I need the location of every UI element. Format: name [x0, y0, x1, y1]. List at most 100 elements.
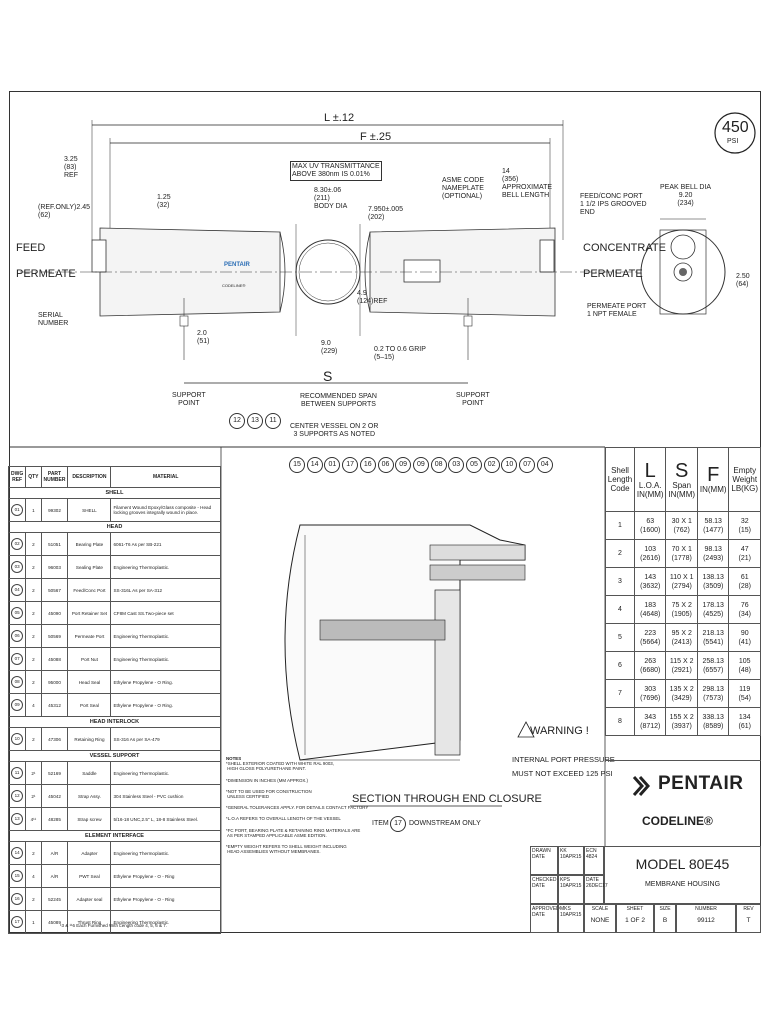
shell-cell-code: 2: [605, 539, 635, 568]
parts-header-row: DWG REF QTY PART NUMBER DESCRIPTION MATE…: [7, 466, 221, 488]
shell-cell-code: 1: [605, 511, 635, 540]
dim-49: 4.9 (124)REF: [357, 290, 388, 305]
shell-cell-s: 95 X 2 (2413): [665, 623, 698, 652]
parts-cell-desc: PWT Seal: [67, 864, 112, 888]
parts-cell-part: 52245: [40, 887, 69, 911]
parts-cell-material: Ethylene Propylene - O - Ring: [110, 864, 221, 888]
parts-cell-material: SS-316L As per SA-312: [110, 578, 221, 602]
dim-7950: 7.950±.005 (202): [368, 206, 403, 221]
parts-cell-material: SS-316 As per SA-479: [110, 727, 221, 751]
parts-cell-part: 48285: [40, 807, 69, 831]
shell-cell-s: 135 X 2 (3429): [665, 679, 698, 708]
parts-cell-desc: SHELL: [67, 498, 112, 522]
parts-cell-part: 45312: [40, 693, 69, 717]
parts-cell-desc: Head Seal: [67, 670, 112, 694]
parts-cell-qty: 2: [25, 601, 42, 625]
body-dia-note: 8.30±.06 (211) BODY DIA: [314, 187, 348, 210]
parts-cell-part: 45089: [40, 910, 69, 934]
dwg-ref-bubble: 06: [11, 630, 24, 642]
feed-conc-port-note: FEED/CONC PORT 1 1/2 IPS GROOVED END: [580, 193, 647, 216]
tb-model: MODEL 80E45: [635, 856, 730, 872]
shell-cell-code: 3: [605, 567, 635, 596]
parts-cell-qty: 2: [25, 727, 42, 751]
shell-cell-f: 258.13 (6557): [696, 651, 730, 680]
parts-cell-ref: 02: [7, 532, 27, 556]
parts-cell-ref: 17: [7, 910, 27, 934]
pentair-mark-icon: [632, 776, 651, 796]
note-item: *L.O.A REFERS TO OVERALL LENGTH OF THE V…: [226, 816, 341, 822]
permeate-left-label: PERMEATE: [16, 268, 76, 280]
col-material: MATERIAL: [110, 466, 221, 488]
parts-cell-desc: Retaining Ring: [67, 727, 112, 751]
tb-checked-lbl: CHECKED DATE: [530, 875, 558, 904]
parts-cell-ref: 09: [7, 693, 27, 717]
dwg-ref-bubble: 10: [11, 733, 24, 745]
dim-f-label: F ±.25: [360, 131, 392, 143]
parts-cell-material: Engineering Thermoplastic.: [110, 555, 221, 579]
shell-cell-w: 90 (41): [728, 623, 761, 652]
parts-cell-material: Engineering Thermoplastic.: [110, 761, 221, 785]
parts-cell-material: Engineering Thermoplastic.: [110, 647, 221, 671]
section-callout: 10: [501, 457, 518, 473]
col-description: DESCRIPTION: [67, 466, 112, 488]
logo-sub: CODELINE®: [642, 814, 713, 828]
parts-cell-material: Ethylene Propylene - O Ring.: [110, 693, 221, 717]
callout-13: 13: [247, 413, 263, 429]
parts-cell-desc: Saddle: [67, 761, 112, 785]
parts-cell-qty: 2¹: [25, 784, 42, 808]
shell-cell-l: 343 (8712): [633, 707, 667, 736]
dwg-ref-bubble: 07: [11, 653, 24, 665]
callout-12: 12: [229, 413, 245, 429]
permeate-port-note: PERMEATE PORT 1 NPT FEMALE: [587, 303, 647, 318]
shell-cell-w: 61 (28): [728, 567, 761, 596]
item-note-post: DOWNSTREAM ONLY: [409, 820, 481, 827]
uv-note: MAX UV TRANSMITTANCE ABOVE 380nm IS 0.01…: [290, 161, 382, 181]
parts-cell-ref: 05: [7, 601, 27, 625]
parts-cell-ref: 01: [7, 498, 27, 522]
shell-cell-w: 105 (48): [728, 651, 761, 680]
shell-cell-l: 263 (6680): [633, 651, 667, 680]
parts-cell-ref: 13: [7, 807, 27, 831]
section-callout: 02: [483, 457, 500, 473]
dwg-ref-bubble: 09: [11, 699, 24, 711]
parts-cell-qty: 2: [25, 841, 42, 865]
parts-cell-ref: 03: [7, 555, 27, 579]
parts-cell-desc: Port Seal: [67, 693, 112, 717]
shell-l-letter: L: [644, 459, 656, 482]
dwg-ref-bubble: 01: [11, 504, 24, 516]
shell-s-letter: S: [675, 459, 689, 482]
shell-cell-w: 134 (61): [728, 707, 761, 736]
parts-cell-material: 5/16-18 UNC,2.5" L, 18-8 Stainless Steel…: [110, 807, 221, 831]
tb-drawn-lbl: DRAWN DATE: [530, 846, 558, 875]
parts-cell-material: Engineering Thermoplastic.: [110, 910, 221, 934]
parts-cell-part: 52169: [40, 761, 69, 785]
tb-ecn: ECN 4824: [584, 846, 604, 875]
shell-cell-s: 110 X 1 (2794): [665, 567, 698, 596]
serial-number-note: SERIAL NUMBER: [38, 312, 69, 327]
parts-cell-ref: 07: [7, 647, 27, 671]
parts-cell-qty: 2¹: [25, 761, 42, 785]
col-dwg-ref: DWG REF: [7, 466, 27, 488]
shell-cell-l: 303 (7696): [633, 679, 667, 708]
dwg-ref-bubble: 13: [11, 813, 24, 825]
section-callout: 07: [519, 457, 536, 473]
dim-325: 3.25 (83) REF: [64, 156, 78, 179]
tb-approved-val: MKS 10APR15: [558, 904, 584, 933]
section-callout: 09: [395, 457, 412, 473]
tb-approved-lbl: APPROVED DATE: [530, 904, 560, 933]
parts-cell-desc: Bearing Plate: [67, 532, 112, 556]
parts-cell-ref: 06: [7, 624, 27, 648]
parts-cell-desc: Port Retainer Set: [67, 601, 112, 625]
pressure-note: INTERNAL PORT PRESSURE MUST NOT EXCEED 1…: [512, 755, 615, 778]
dim-250: 2.50 (64): [736, 273, 750, 288]
